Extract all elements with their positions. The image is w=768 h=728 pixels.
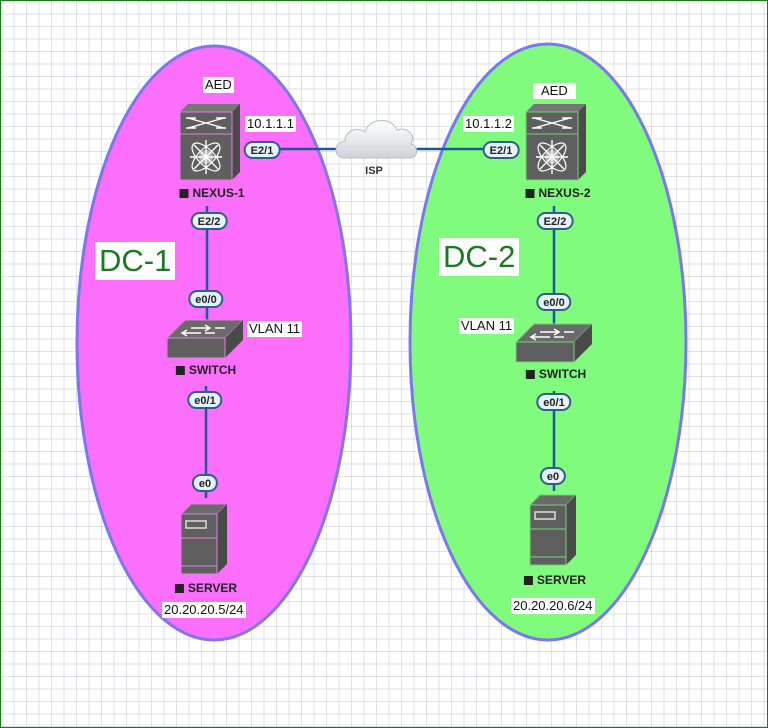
status-square-icon: [175, 365, 185, 375]
nexus-2-name: NEXUS-2: [525, 186, 591, 200]
server-1-port-e0[interactable]: e0: [191, 474, 219, 492]
status-square-icon: [525, 188, 535, 198]
status-square-icon: [525, 369, 535, 379]
switch-1-icon[interactable]: [165, 319, 245, 359]
server-1-name: SERVER: [174, 581, 238, 595]
nexus-2-name-text: NEXUS-2: [538, 186, 591, 200]
nexus-2-ip-label: 10.1.1.2: [463, 116, 514, 132]
server-1-icon[interactable]: [179, 503, 229, 575]
status-square-icon: [179, 188, 189, 198]
nexus-1-icon[interactable]: [179, 104, 240, 181]
server-2-name: SERVER: [523, 573, 587, 587]
switch-2-vlan-label: VLAN 11: [459, 318, 515, 334]
switch-2-name: SWITCH: [525, 367, 587, 381]
nexus-1-port-e2-2[interactable]: E2/2: [190, 212, 228, 230]
nexus-1-name-text: NEXUS-1: [192, 186, 245, 200]
switch-2-name-text: SWITCH: [538, 367, 587, 381]
nexus-1-ip-label: 10.1.1.1: [245, 116, 296, 132]
nexus-2-port-e2-1[interactable]: E2/1: [482, 141, 520, 159]
nexus-2-port-e2-2[interactable]: E2/2: [536, 212, 574, 230]
nexus-1-role-label: AED: [203, 77, 234, 93]
nexus-1-port-e2-1[interactable]: E2/1: [243, 141, 281, 159]
switch-1-name-text: SWITCH: [188, 363, 237, 377]
switch-1-name: SWITCH: [175, 363, 237, 377]
switch-2-port-e0-0[interactable]: e0/0: [536, 293, 572, 311]
server-2-ip-label: 20.20.20.6/24: [511, 598, 595, 614]
nexus-1-name: NEXUS-1: [179, 186, 245, 200]
switch-1-vlan-label: VLAN 11: [247, 321, 303, 337]
server-2-icon[interactable]: [528, 494, 578, 566]
cloud-icon[interactable]: [335, 120, 418, 159]
switch-1-port-e0-1[interactable]: e0/1: [187, 391, 223, 409]
dc1-label: DC-1: [95, 242, 176, 280]
dc2-label: DC-2: [439, 238, 520, 276]
switch-2-port-e0-1[interactable]: e0/1: [536, 393, 572, 411]
isp-label: ISP: [365, 165, 383, 177]
switch-1-port-e0-0[interactable]: e0/0: [188, 290, 224, 308]
server-1-name-text: SERVER: [187, 581, 238, 595]
server-2-port-e0[interactable]: e0: [539, 467, 567, 485]
switch-2-icon[interactable]: [514, 323, 594, 363]
nexus-2-role-label: AED: [533, 83, 576, 99]
status-square-icon: [174, 583, 184, 593]
status-square-icon: [523, 575, 533, 585]
server-2-name-text: SERVER: [536, 573, 587, 587]
server-1-ip-label: 20.20.20.5/24: [162, 602, 246, 618]
nexus-2-icon[interactable]: [525, 104, 586, 181]
